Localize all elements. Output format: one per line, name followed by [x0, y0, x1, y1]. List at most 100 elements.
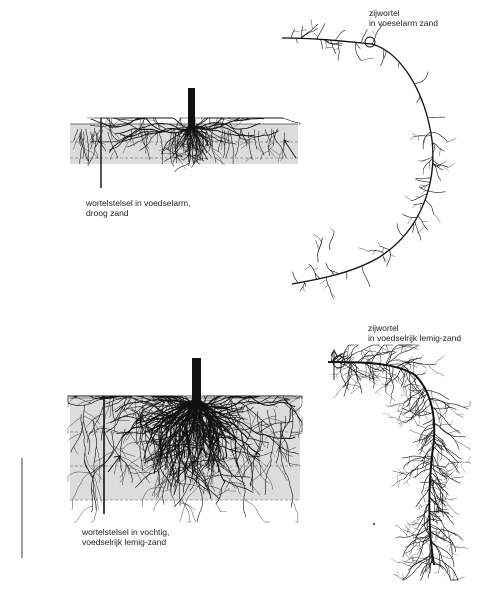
root-strand — [408, 218, 412, 224]
root-strand — [372, 377, 392, 379]
caption-loamy-sand: wortelstelsel in vochtig, voedselrijk le… — [82, 527, 169, 547]
root-strand — [441, 406, 446, 408]
root-strand — [387, 380, 392, 386]
root-strand — [359, 248, 368, 252]
root-strand — [383, 413, 392, 417]
root-strand — [393, 575, 404, 580]
root-strand — [445, 571, 450, 577]
root-strand — [303, 286, 304, 291]
root-strand — [370, 381, 377, 385]
root-strand — [423, 170, 424, 175]
root-strand — [433, 558, 459, 580]
root-strand — [428, 191, 445, 193]
root-strand — [416, 374, 426, 376]
root-strand — [432, 406, 461, 433]
root-strand — [419, 187, 428, 192]
root-strand — [371, 371, 378, 372]
root-strand — [418, 355, 423, 364]
caption-line: zijwortel — [368, 323, 461, 333]
root-strand — [388, 404, 403, 407]
root-strand — [390, 394, 391, 404]
root-strand — [431, 132, 447, 142]
root-strand — [431, 425, 433, 430]
root-strand — [404, 552, 409, 558]
root-strand — [325, 47, 332, 48]
root-strand — [448, 163, 454, 167]
caption-line: droog zand — [86, 208, 190, 218]
root-strand — [221, 119, 231, 120]
root-strand — [414, 203, 424, 204]
root-strand — [450, 498, 457, 500]
root-strand — [336, 383, 345, 395]
root-strand — [392, 479, 405, 487]
root-strand — [407, 522, 411, 525]
root-strand — [364, 350, 381, 353]
root-strand — [402, 456, 431, 459]
root-strand — [393, 378, 394, 383]
root-strand — [145, 119, 155, 120]
root-strand — [414, 465, 416, 470]
root-strand — [413, 204, 417, 207]
root-strand — [418, 136, 419, 141]
tree-trunk — [188, 88, 195, 126]
root-strand — [349, 375, 357, 384]
root-strand — [422, 493, 425, 502]
root-strand — [447, 403, 464, 417]
root-strand — [415, 179, 430, 182]
root-strand — [441, 418, 443, 425]
root-strand — [413, 416, 418, 425]
caption-line: wortelstelsel in vochtig, — [82, 527, 169, 537]
caption-line: voedselrijk lemig-zand — [82, 537, 169, 547]
root-strand — [368, 250, 385, 253]
root-strand — [417, 96, 420, 103]
root-strand — [294, 31, 299, 32]
root-strand — [367, 356, 372, 357]
root-strand — [397, 411, 402, 412]
root-strand — [363, 358, 372, 363]
arrow-icon — [331, 350, 337, 380]
tree-trunk — [192, 358, 201, 400]
root-strand — [348, 353, 350, 358]
root-strand — [406, 524, 408, 531]
root-strand — [431, 391, 434, 403]
root-strand — [334, 48, 339, 50]
root-strand — [318, 238, 323, 262]
root-strand — [354, 362, 362, 393]
root-strand — [445, 493, 447, 500]
root-strand — [443, 478, 450, 489]
root-strand — [338, 41, 339, 61]
root-strand — [305, 282, 306, 287]
root-strand — [396, 526, 430, 538]
root-strand — [410, 136, 414, 139]
root-strand — [451, 477, 463, 479]
root-strand — [386, 405, 393, 406]
root-strand — [402, 561, 417, 563]
root-strand — [428, 117, 445, 118]
root-strand — [361, 30, 368, 43]
root-strand — [455, 547, 467, 549]
root-strand — [420, 185, 425, 186]
panel-side-root-poor-sand — [282, 20, 456, 298]
root-strand — [336, 376, 339, 380]
root-strand — [393, 373, 397, 376]
root-strand — [425, 200, 434, 215]
side-root-branches — [291, 20, 456, 298]
root-strand — [434, 573, 439, 574]
root-strand — [403, 215, 418, 218]
caption-line: zijwortel — [369, 8, 438, 18]
root-strand — [416, 425, 425, 429]
root-strand — [180, 500, 195, 510]
root-strand — [383, 369, 384, 374]
root-strand — [416, 364, 420, 367]
speck — [373, 523, 375, 525]
root-strand — [443, 469, 447, 472]
root-strand — [408, 372, 411, 406]
root-strand — [320, 39, 322, 49]
root-strand — [401, 413, 405, 416]
root-strand — [292, 502, 298, 522]
root-strand — [320, 280, 327, 284]
root-strand — [419, 503, 422, 507]
root-strand — [404, 462, 431, 478]
panel-side-root-rich-loamy-sand — [328, 345, 470, 580]
side-root-dense-branches — [330, 345, 470, 580]
